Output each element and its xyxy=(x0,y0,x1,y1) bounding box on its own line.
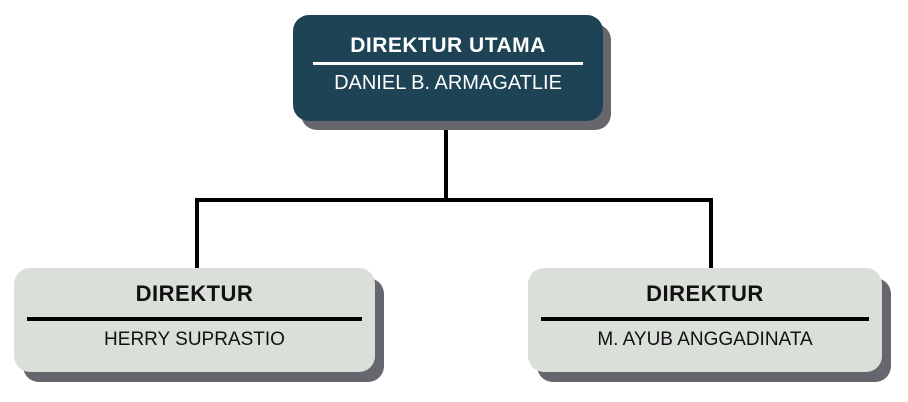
node-title: DIREKTUR UTAMA xyxy=(350,34,546,57)
org-node-direktur-left: DIREKTUR HERRY SUPRASTIO xyxy=(14,268,375,372)
title-divider xyxy=(27,317,362,322)
org-node-direktur-utama: DIREKTUR UTAMA DANIEL B. ARMAGATLIE xyxy=(293,15,603,121)
org-node-direktur-right: DIREKTUR M. AYUB ANGGADINATA xyxy=(528,268,882,372)
node-title: DIREKTUR xyxy=(646,281,764,306)
connector-horizontal-line xyxy=(195,198,713,202)
node-person-name: HERRY SUPRASTIO xyxy=(104,329,285,351)
node-person-name: DANIEL B. ARMAGATLIE xyxy=(334,72,562,95)
title-divider xyxy=(541,317,869,322)
connector-root-vertical-line xyxy=(444,121,448,202)
connector-left-vertical-line xyxy=(195,198,199,268)
node-person-name: M. AYUB ANGGADINATA xyxy=(597,329,813,351)
node-title: DIREKTUR xyxy=(135,281,254,306)
connector-right-vertical-line xyxy=(709,198,713,268)
title-underline xyxy=(313,62,583,66)
